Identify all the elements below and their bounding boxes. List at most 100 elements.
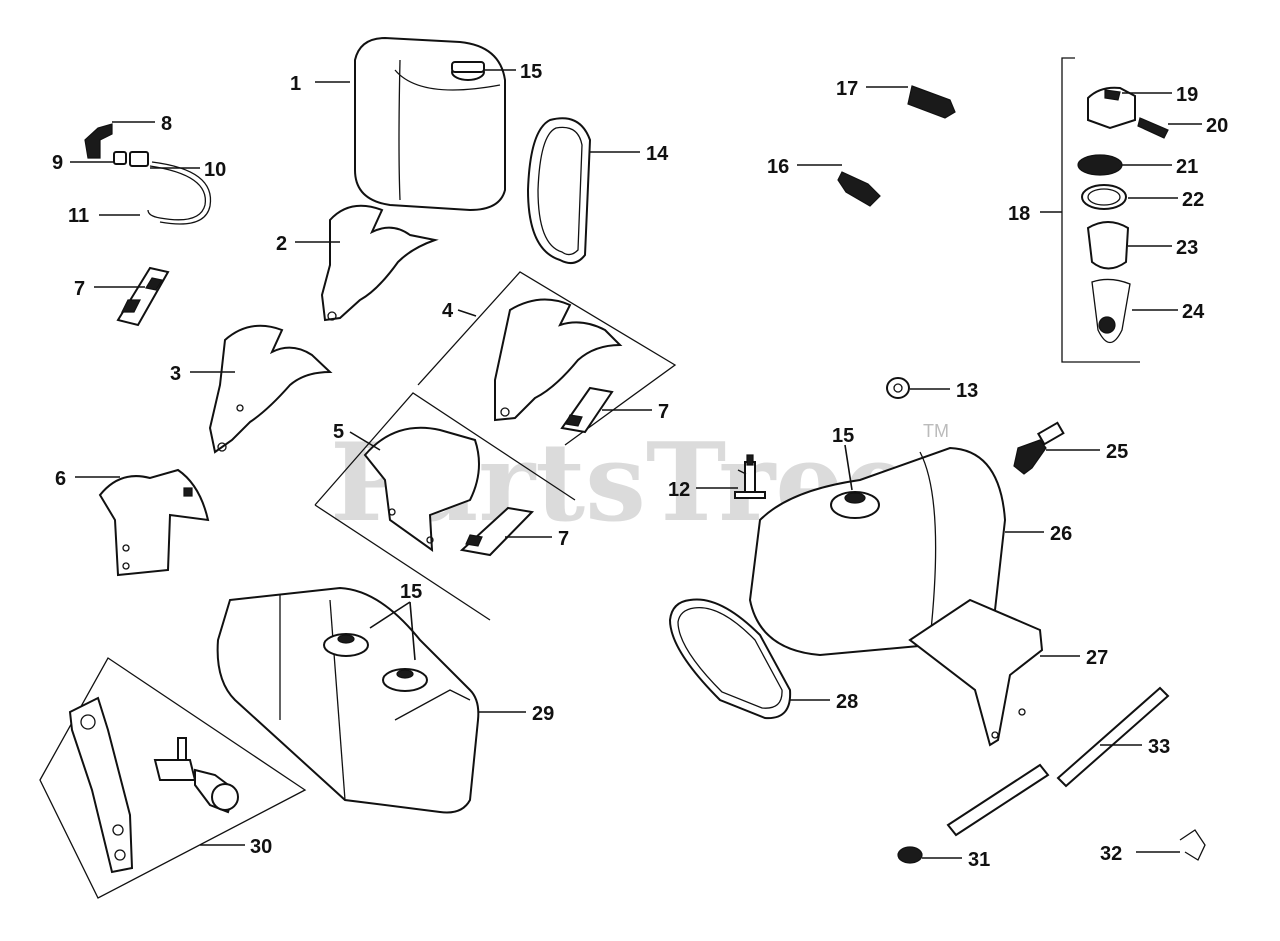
callout-32: 32 [1100,843,1180,865]
svg-text:3: 3 [170,363,181,385]
svg-text:11: 11 [68,205,89,227]
fuel-tank-small[interactable] [354,36,506,212]
svg-text:13: 13 [956,380,978,402]
svg-text:19: 19 [1176,84,1198,106]
callout-8: 8 [112,113,172,135]
callout-6: 6 [55,468,120,490]
svg-text:7: 7 [558,528,569,550]
kit-box-30 [39,657,307,899]
callout-3: 3 [170,363,235,385]
callout-12: 12 [668,479,738,501]
callout-10: 10 [150,159,226,181]
svg-text:20: 20 [1206,115,1228,137]
callout-25: 25 [1046,441,1128,463]
callout-17: 17 [836,78,908,100]
callout-27: 27 [1040,647,1108,669]
svg-text:28: 28 [836,691,858,713]
callout-22: 22 [1128,189,1204,211]
callout-23: 23 [1128,237,1198,259]
kit-box-5 [314,392,576,621]
fitting-16[interactable] [837,171,881,207]
callout-5: 5 [333,421,381,451]
callout-15-middle: 15 [832,425,854,491]
tank-bracket-3[interactable] [208,324,333,454]
svg-text:21: 21 [1176,156,1198,178]
callout-2: 2 [276,233,340,255]
elbow-fitting[interactable] [84,123,212,225]
svg-text:16: 16 [767,156,789,178]
callout-28: 28 [790,691,858,713]
callout-19: 19 [1122,84,1198,106]
callout-24: 24 [1132,301,1205,323]
svg-text:27: 27 [1086,647,1108,669]
svg-text:9: 9 [52,152,63,174]
svg-text:32: 32 [1100,843,1122,865]
svg-text:8: 8 [161,113,172,135]
callout-16: 16 [767,156,842,178]
kit-box-4 [417,271,677,446]
callout-7-left: 7 [74,278,145,300]
tank-bracket-6[interactable] [98,468,210,577]
callout-11: 11 [68,205,140,227]
hose-clamp[interactable] [897,846,923,864]
callout-15-lower: 15 [369,581,422,661]
svg-text:31: 31 [968,849,990,871]
fitting-17[interactable] [907,85,956,119]
decal-7-left[interactable] [116,266,170,327]
tank-bracket-2[interactable] [320,204,439,322]
callout-18: 18 [1008,203,1062,225]
fuel-tank-oval[interactable] [748,446,1007,657]
svg-text:15: 15 [520,61,542,83]
tank-strap[interactable] [526,117,592,265]
hose-barb[interactable] [1013,421,1065,475]
callout-29: 29 [478,703,554,725]
tank-mount-bracket[interactable] [908,598,1044,747]
svg-text:22: 22 [1182,189,1204,211]
svg-text:15: 15 [400,581,422,603]
watermark-trademark: TM [923,421,949,441]
svg-text:7: 7 [74,278,85,300]
svg-text:24: 24 [1182,301,1205,323]
svg-text:17: 17 [836,78,858,100]
callout-7-lower: 7 [505,528,569,550]
svg-text:29: 29 [532,703,554,725]
tank-strap-ring[interactable] [668,598,792,720]
callout-13: 13 [910,380,978,402]
svg-text:26: 26 [1050,523,1072,545]
callout-26: 26 [1005,523,1072,545]
filter-assembly [1061,57,1169,363]
svg-text:7: 7 [658,401,669,423]
callout-30: 30 [200,836,272,858]
bushing[interactable] [886,377,910,399]
svg-text:25: 25 [1106,441,1128,463]
svg-text:2: 2 [276,233,287,255]
svg-text:18: 18 [1008,203,1030,225]
svg-text:23: 23 [1176,237,1198,259]
svg-text:1: 1 [290,73,301,95]
svg-text:14: 14 [646,143,669,165]
svg-text:5: 5 [333,421,344,443]
fuel-hose[interactable] [946,686,1170,837]
fuel-tank-rectangular[interactable] [216,586,480,814]
svg-text:6: 6 [55,468,66,490]
callout-14: 14 [590,143,669,165]
callout-31: 31 [922,849,990,871]
svg-text:12: 12 [668,479,690,501]
callout-9: 9 [52,152,114,174]
shutoff-valve[interactable] [734,454,766,499]
callout-15-top: 15 [484,61,542,83]
clip[interactable] [1179,829,1206,861]
svg-text:10: 10 [204,159,226,181]
callout-20: 20 [1168,115,1228,137]
callout-21: 21 [1122,156,1198,178]
svg-text:4: 4 [442,300,454,322]
callout-1: 1 [290,73,350,95]
svg-text:15: 15 [832,425,854,447]
callout-33: 33 [1100,736,1170,758]
callout-4: 4 [442,300,477,322]
svg-text:33: 33 [1148,736,1170,758]
callout-7-middle: 7 [602,401,669,423]
svg-text:30: 30 [250,836,272,858]
